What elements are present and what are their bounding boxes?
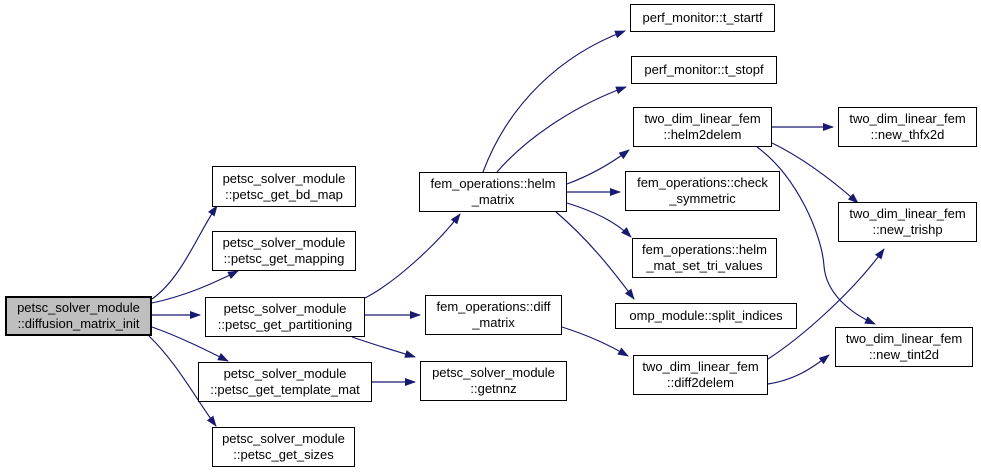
node-label-line: ::new_trishp [872,222,943,237]
node-check_symmetric[interactable]: fem_operations::check_symmetric [625,171,780,211]
node-label-line: _mat_set_tri_values [646,258,763,273]
node-label-line: petsc_solver_module [223,366,347,381]
node-label-line: ::petsc_get_mapping [223,251,345,266]
node-label-line: fem_operations::diff [436,299,551,314]
edge-group [148,30,885,427]
node-label-line: two_dim_linear_fem [644,111,761,126]
node-helm2delem[interactable]: two_dim_linear_fem::helm2delem [633,107,772,147]
node-label-line: ::getnnz [470,381,517,396]
edge-diff2delem-to-new_tint2d [767,354,830,385]
node-petsc_get_template_mat[interactable]: petsc_solver_module::petsc_get_template_… [198,362,372,402]
node-label-line: ::new_thfx2d [870,127,945,142]
node-label-line: petsc_solver_module [223,301,347,316]
edge-helm_matrix-to-helm_mat_set_tri_values [566,202,632,238]
edge-diffusion_matrix_init-to-petsc_get_sizes [148,335,217,427]
node-diffusion_matrix_init[interactable]: petsc_solver_module::diffusion_matrix_in… [5,296,152,336]
node-label-line: ::petsc_get_sizes [233,447,334,462]
node-label-line: ::helm2delem [663,127,742,142]
node-helm_mat_set_tri_values[interactable]: fem_operations::helm_mat_set_tri_values [632,238,777,278]
node-petsc_get_mapping[interactable]: petsc_solver_module::petsc_get_mapping [212,231,356,271]
node-new_thfx2d[interactable]: two_dim_linear_fem::new_thfx2d [838,107,977,147]
node-label-line: fem_operations::helm [641,242,767,257]
node-new_trishp[interactable]: two_dim_linear_fem::new_trishp [838,202,977,242]
node-label-line: fem_operations::check [637,175,768,190]
node-label-line: fem_operations::helm [430,176,556,191]
edge-helm_matrix-to-split_indices [555,211,635,300]
node-label-line: two_dim_linear_fem [849,206,966,221]
node-split_indices[interactable]: omp_module::split_indices [615,303,797,329]
node-label-line: two_dim_linear_fem [849,111,966,126]
edge-helm_matrix-to-t_startf [482,30,626,173]
node-label-line: ::petsc_get_bd_map [225,186,343,202]
node-helm_matrix[interactable]: fem_operations::helm_matrix [419,172,567,212]
node-label-line: _matrix [472,315,515,330]
edge-diff2delem-to-new_trishp [767,248,885,360]
node-label-line: petsc_solver_module [432,365,555,380]
node-label-line: ::diff2delem [667,375,734,390]
node-label-line: perf_monitor::t_stopf [644,62,764,77]
node-label-line: two_dim_linear_fem [845,331,963,346]
node-label-line: ::new_tint2d [868,347,940,362]
edge-petsc_get_partitioning-to-helm_matrix [364,213,461,299]
node-label-line: omp_module::split_indices [629,308,783,323]
edge-helm2delem-to-new_trishp [771,142,859,204]
node-label-line: petsc_solver_module [17,300,140,315]
node-label-line: petsc_solver_module [222,170,346,186]
edge-helm_matrix-to-t_stopf [496,86,627,173]
edge-diffusion_matrix_init-to-petsc_get_bd_map [151,205,218,300]
node-petsc_get_bd_map[interactable]: petsc_solver_module::petsc_get_bd_map [212,166,356,207]
node-diff_matrix[interactable]: fem_operations::diff_matrix [425,295,562,335]
node-petsc_get_sizes[interactable]: petsc_solver_module::petsc_get_sizes [212,427,355,467]
node-label-line: petsc_solver_module [222,235,346,250]
edge-diffusion_matrix_init-to-petsc_get_template_mat [151,326,229,362]
node-petsc_get_partitioning[interactable]: petsc_solver_module::petsc_get_partition… [205,297,365,337]
node-label-line: ::petsc_get_template_mat [210,382,360,397]
edge-diff_matrix-to-diff2delem [561,326,629,357]
node-new_tint2d[interactable]: two_dim_linear_fem::new_tint2d [835,327,973,367]
node-t_stopf[interactable]: perf_monitor::t_stopf [631,56,777,84]
node-label-line: ::diffusion_matrix_init [17,316,140,331]
node-label-line: _symmetric [669,191,736,206]
node-label-line: ::petsc_get_partitioning [217,317,353,332]
edge-helm_matrix-to-helm2delem [566,149,630,185]
node-label-line: perf_monitor::t_startf [642,10,763,25]
node-label-line: two_dim_linear_fem [642,359,759,374]
node-label-line: petsc_solver_module [222,431,345,446]
node-diff2delem[interactable]: two_dim_linear_fem::diff2delem [633,355,768,395]
node-getnnz[interactable]: petsc_solver_module::getnnz [420,361,567,401]
node-t_startf[interactable]: perf_monitor::t_startf [630,4,775,32]
edge-petsc_get_partitioning-to-getnnz [351,336,416,358]
edge-helm2delem-to-new_tint2d [756,146,876,325]
node-label-line: _matrix [471,192,515,207]
edge-diffusion_matrix_init-to-petsc_get_mapping [151,270,239,304]
